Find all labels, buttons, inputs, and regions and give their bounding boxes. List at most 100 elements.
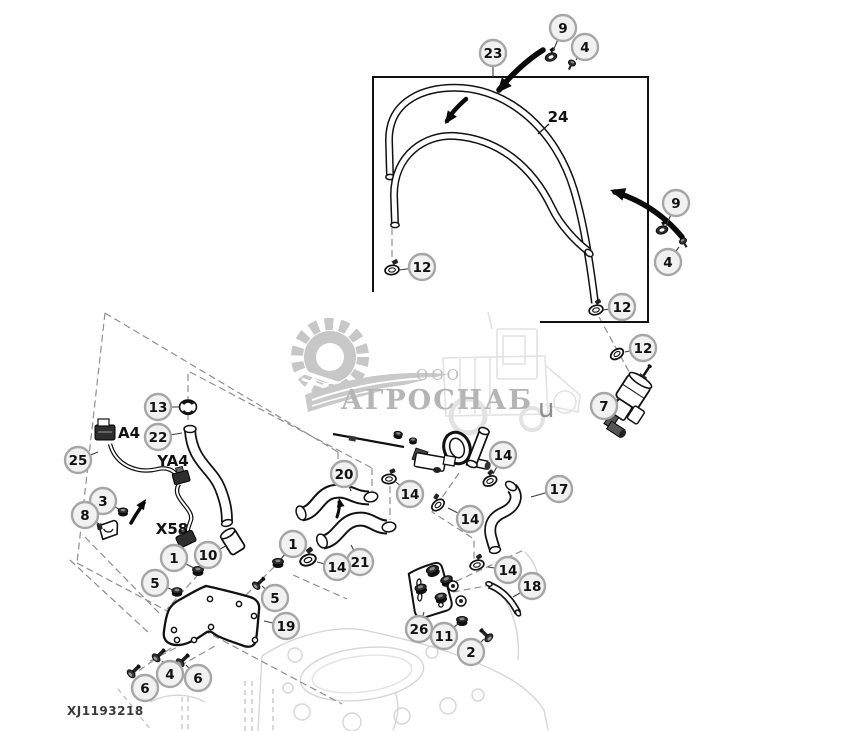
callout-12[interactable] xyxy=(607,292,637,322)
nut-1-part xyxy=(272,557,284,569)
p-clamp-8 xyxy=(96,519,119,541)
callout-14[interactable] xyxy=(395,479,425,509)
callout-number: 25 xyxy=(69,453,88,469)
callout-number: 5 xyxy=(270,591,279,607)
ring-clamp-12 xyxy=(609,347,625,361)
harness-25 xyxy=(94,418,197,549)
callout-2[interactable] xyxy=(456,637,486,667)
callout-10[interactable] xyxy=(193,540,223,570)
part-label-24: 24 xyxy=(548,108,569,126)
callout-6[interactable] xyxy=(183,663,213,693)
callout-18[interactable] xyxy=(517,571,547,601)
callout-6[interactable] xyxy=(130,673,160,703)
callout-14[interactable] xyxy=(455,504,485,534)
nut-3-part xyxy=(117,507,129,517)
callout-14[interactable] xyxy=(322,552,352,582)
callout-number: 26 xyxy=(410,622,429,638)
callout-number: 17 xyxy=(550,482,569,498)
callout-number: 18 xyxy=(523,579,542,595)
nut-5-part xyxy=(171,587,183,598)
part-label-YA4: YA4 xyxy=(156,452,188,470)
callout-number: 14 xyxy=(401,487,420,503)
callout-9[interactable] xyxy=(661,188,691,218)
callout-number: 14 xyxy=(494,448,513,464)
callout-4[interactable] xyxy=(570,32,600,62)
callout-8[interactable] xyxy=(70,500,100,530)
callout-number: 5 xyxy=(150,576,159,592)
callout-number: 8 xyxy=(80,508,89,524)
callout-number: 4 xyxy=(580,40,589,56)
callout-number: 2 xyxy=(466,645,475,661)
hose-17 xyxy=(484,480,522,555)
kit-box-outline xyxy=(372,76,649,323)
hose-21 xyxy=(315,511,397,550)
nut-11-part xyxy=(456,615,468,627)
callout-number: 11 xyxy=(435,629,454,645)
watermark-tractor-silhouette xyxy=(442,311,581,436)
callout-23[interactable] xyxy=(478,38,508,68)
hose-20 xyxy=(295,483,379,522)
callout-number: 9 xyxy=(671,196,680,212)
part-label-A4: A4 xyxy=(118,424,140,442)
callout-number: 20 xyxy=(335,467,354,483)
callout-14[interactable] xyxy=(493,555,523,585)
label-24-leader xyxy=(537,123,550,135)
assembly-plane-lines xyxy=(69,228,639,731)
fuel-sensor-7 xyxy=(603,364,653,439)
callout-number: 12 xyxy=(413,260,432,276)
watermark-name: АГРОСНАБ xyxy=(341,385,534,416)
callout-25[interactable] xyxy=(63,445,93,475)
hardware-fasteners xyxy=(117,46,691,680)
clamp-14-part xyxy=(466,552,487,573)
callout-14[interactable] xyxy=(488,440,518,470)
watermark-leaf-swoosh xyxy=(305,372,448,412)
callout-number: 6 xyxy=(140,681,149,697)
callout-20[interactable] xyxy=(329,459,359,489)
ghost-engine-block xyxy=(149,551,549,731)
callout-5[interactable] xyxy=(140,568,170,598)
install-arrows xyxy=(129,47,685,525)
clamp-14-part xyxy=(478,467,500,489)
callout-22[interactable] xyxy=(143,422,173,452)
connector-x58 xyxy=(175,528,197,549)
callout-17[interactable] xyxy=(544,474,574,504)
watermark-logo: ООО АГРОСНАБ u xyxy=(291,311,581,436)
hose-24-position-b xyxy=(389,131,594,258)
callout-number: 10 xyxy=(199,548,218,564)
pipe-17-upper xyxy=(466,426,490,469)
callout-11[interactable] xyxy=(429,621,459,651)
clamp-14-part xyxy=(380,467,398,486)
drawing-number: XJ1193218 xyxy=(67,704,144,718)
callout-4[interactable] xyxy=(155,659,185,689)
callout-number: 22 xyxy=(149,430,168,446)
hose-22 xyxy=(183,424,234,528)
callout-number: 7 xyxy=(599,399,608,415)
callout-5[interactable] xyxy=(260,583,290,613)
callout-7[interactable] xyxy=(589,391,619,421)
callout-13[interactable] xyxy=(143,392,173,422)
callout-9[interactable] xyxy=(548,13,578,43)
bracket-19 xyxy=(162,584,261,648)
callout-number: 21 xyxy=(351,555,370,571)
callout-number: 12 xyxy=(634,341,653,357)
cap-13 xyxy=(178,399,198,416)
fuel-valve-assembly xyxy=(332,430,491,473)
callout-number: 14 xyxy=(328,560,347,576)
callout-12[interactable] xyxy=(628,333,658,363)
callout-number: 12 xyxy=(613,300,632,316)
callout-12[interactable] xyxy=(407,252,437,282)
cap-10 xyxy=(219,527,246,556)
callout-4[interactable] xyxy=(653,247,683,277)
callout-1[interactable] xyxy=(278,529,308,559)
connector-ya4 xyxy=(171,465,191,486)
callout-1[interactable] xyxy=(159,543,189,573)
callout-number: 19 xyxy=(277,619,296,635)
watermark-prefix: ООО xyxy=(416,366,462,384)
callout-19[interactable] xyxy=(271,611,301,641)
callout-number: 4 xyxy=(165,667,174,683)
connector-a4 xyxy=(94,418,116,441)
callout-number: 1 xyxy=(288,537,297,553)
